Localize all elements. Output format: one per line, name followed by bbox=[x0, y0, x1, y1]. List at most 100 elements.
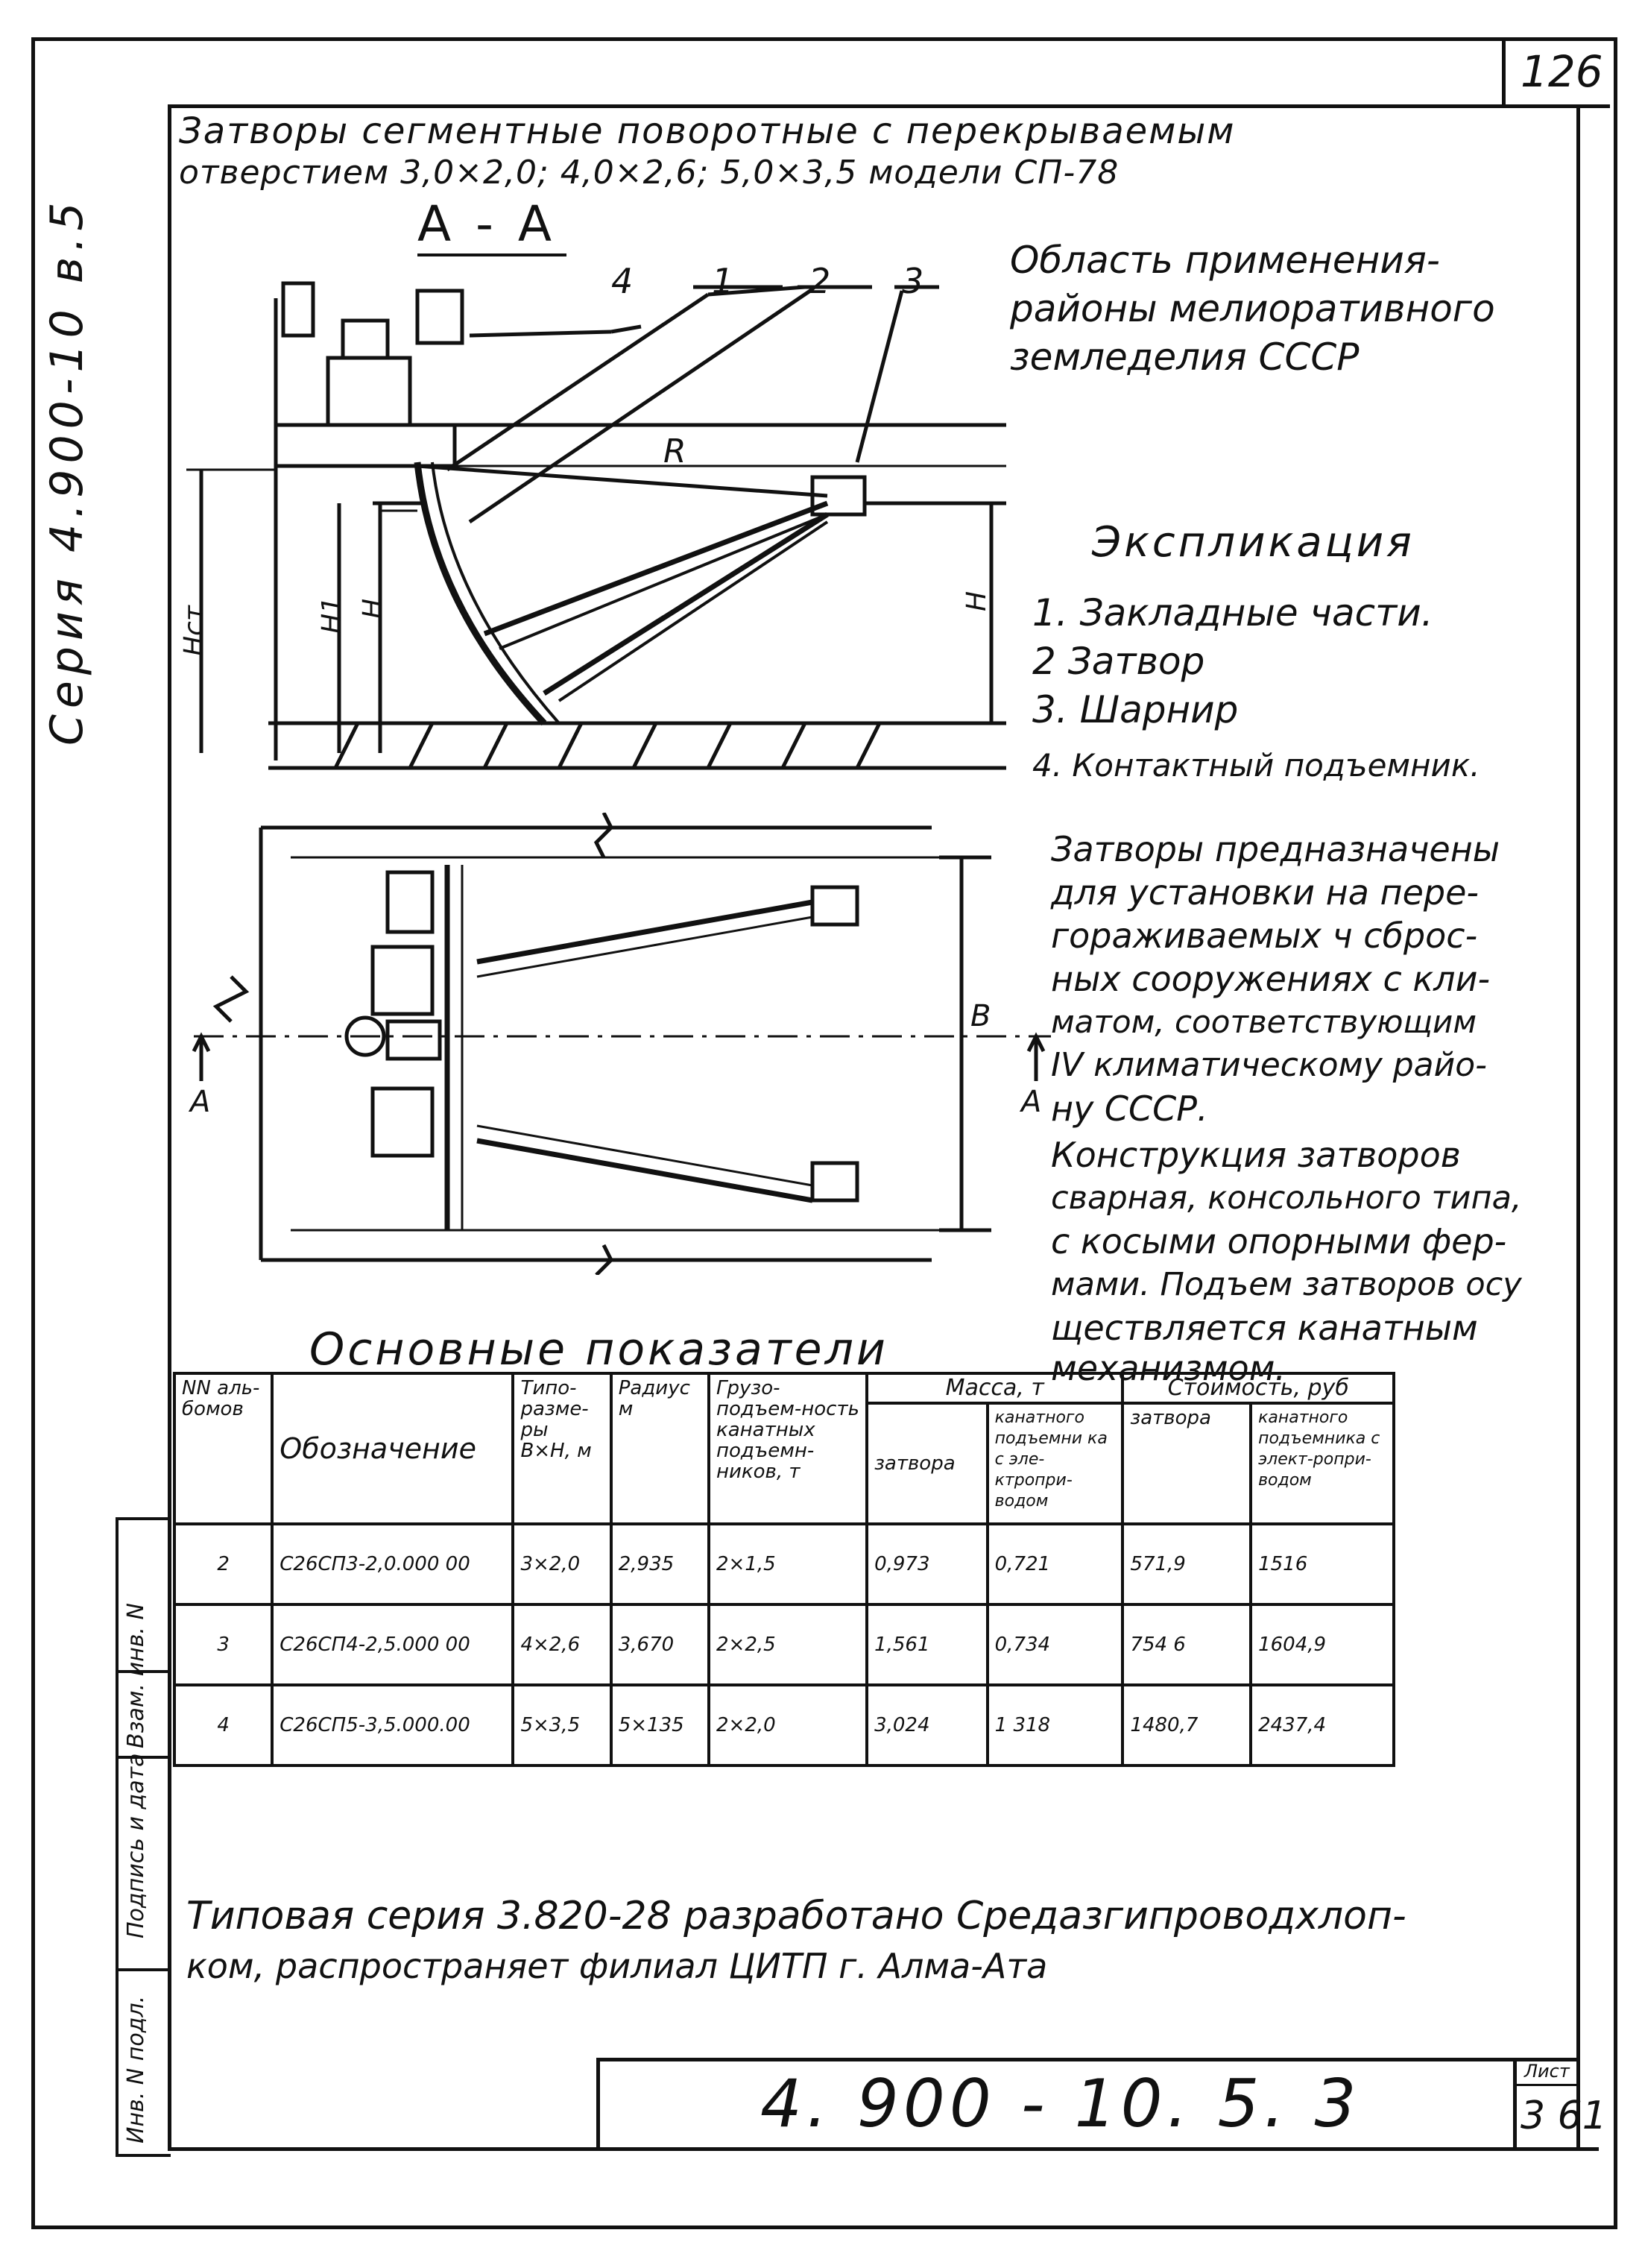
cell-designation: С26СП5-3,5.000.00 bbox=[271, 1683, 515, 1767]
section-drawing bbox=[186, 281, 1006, 770]
note-line-2: для установки на пере- bbox=[1051, 872, 1479, 913]
title-block-sheet-divider bbox=[1513, 2084, 1580, 2086]
note-line-6: IV климатическому райо- bbox=[1051, 1046, 1487, 1084]
section-label: А - А bbox=[417, 195, 557, 253]
note-line-4: ных сооружениях с кли- bbox=[1051, 959, 1491, 999]
cell-designation: С26СП4-2,5.000 00 bbox=[271, 1603, 515, 1686]
th-mass-group: Масса, т bbox=[865, 1372, 1125, 1405]
label-B: В bbox=[970, 999, 991, 1033]
label-H-right: Н bbox=[961, 590, 992, 611]
note-line-10: с косыми опорными фер- bbox=[1051, 1221, 1507, 1261]
table-title: Основные показатели bbox=[309, 1323, 888, 1376]
table-row: 2 С26СП3-2,0.000 00 3×2,0 2,935 2×1,5 0,… bbox=[172, 1522, 1395, 1606]
label-H: Н bbox=[358, 598, 388, 619]
explication-item-2: 2 Затвор bbox=[1032, 640, 1205, 683]
cell-mass-gate: 1,561 bbox=[865, 1603, 989, 1686]
outer-frame bbox=[31, 37, 1617, 2229]
note-line-9: сварная, консольного типа, bbox=[1051, 1179, 1522, 1217]
th-size: Типо-разме-ры В×Н, м bbox=[511, 1372, 613, 1525]
cell-radius: 5×135 bbox=[609, 1683, 711, 1767]
explication-item-1: 1. Закладные части. bbox=[1032, 591, 1433, 634]
cell-capacity: 2×2,0 bbox=[707, 1683, 869, 1767]
cell-nn: 3 bbox=[172, 1603, 274, 1686]
stamp-divider-3 bbox=[116, 1968, 168, 1971]
note-line-8: Конструкция затворов bbox=[1051, 1135, 1461, 1175]
title-block bbox=[596, 2058, 1580, 2151]
footer-note-line-2: ком, распространяет филиал ЦИТП г. Алма-… bbox=[186, 1946, 1048, 1986]
cell-nn: 2 bbox=[172, 1522, 274, 1606]
th-mass-hoist: канатного подъемни ка с эле-ктропри-водо… bbox=[985, 1402, 1125, 1525]
cell-size: 3×2,0 bbox=[511, 1522, 613, 1606]
cell-capacity: 2×2,5 bbox=[707, 1603, 869, 1686]
section-label-underline bbox=[417, 253, 566, 256]
note-line-3: гораживаемых ч сброс- bbox=[1051, 916, 1478, 956]
callout-2: 2 bbox=[809, 261, 831, 301]
inner-frame bbox=[168, 104, 1599, 2151]
explication-item-4: 4. Контактный подъемник. bbox=[1032, 747, 1480, 784]
application-line-3: земледелия СССР bbox=[1010, 336, 1360, 379]
callout-3: 3 bbox=[902, 261, 924, 301]
cell-mass-gate: 0,973 bbox=[865, 1522, 989, 1606]
th-cost-hoist: канатного подъемника с элект-ропри-водом bbox=[1249, 1402, 1395, 1525]
label-R: R bbox=[663, 432, 686, 470]
plan-drawing bbox=[192, 813, 1051, 1275]
left-stamp bbox=[116, 1517, 171, 2157]
th-cost-group: Стоимость, руб bbox=[1121, 1372, 1395, 1405]
sheet-number-box bbox=[1502, 39, 1610, 108]
series-side-label: Серия 4.900-10 в.5 bbox=[41, 196, 93, 746]
application-line-1: Область применения- bbox=[1010, 239, 1440, 282]
th-cost-gate: затвора bbox=[1121, 1402, 1253, 1525]
note-line-7: ну СССР. bbox=[1051, 1089, 1208, 1129]
cell-size: 4×2,6 bbox=[511, 1603, 613, 1686]
table-row: 4 С26СП5-3,5.000.00 5×3,5 5×135 2×2,0 3,… bbox=[172, 1683, 1395, 1767]
table-row: 3 С26СП4-2,5.000 00 4×2,6 3,670 2×2,5 1,… bbox=[172, 1603, 1395, 1686]
cell-radius: 2,935 bbox=[609, 1522, 711, 1606]
stamp-inv-orig: Инв. N подл. bbox=[123, 1995, 149, 2143]
th-radius: Радиус м bbox=[609, 1372, 711, 1525]
label-Hcm: Нст bbox=[179, 605, 209, 656]
header-line2: отверстием 3,0×2,0; 4,0×2,6; 5,0×3,5 мод… bbox=[179, 154, 1120, 192]
cell-size: 5×3,5 bbox=[511, 1683, 613, 1767]
sheet-number-top: 126 bbox=[1521, 46, 1603, 97]
cell-cost-hoist: 1604,9 bbox=[1249, 1603, 1395, 1686]
cell-cost-gate: 1480,7 bbox=[1121, 1683, 1253, 1767]
stamp-signature-date: Подпись и дата bbox=[123, 1753, 149, 1939]
footer-note-line-1: Типовая серия 3.820-28 разработано Среда… bbox=[186, 1894, 1406, 1938]
title-code: 4. 900 - 10. 5. 3 bbox=[760, 2065, 1361, 2142]
right-inner-edge bbox=[1576, 104, 1580, 2151]
label-A-left: А bbox=[190, 1085, 211, 1119]
note-line-5: матом, соответствующим bbox=[1051, 1004, 1477, 1040]
stamp-divider-1 bbox=[116, 1670, 168, 1673]
label-H1: Н1 bbox=[317, 596, 347, 634]
cell-capacity: 2×1,5 bbox=[707, 1522, 869, 1606]
application-line-2: районы мелиоративного bbox=[1010, 287, 1495, 330]
explication-item-3: 3. Шарнир bbox=[1032, 688, 1239, 731]
callout-4: 4 bbox=[611, 261, 634, 301]
specs-table: NN аль-бомов Обозначение Типо-разме-ры В… bbox=[172, 1372, 1395, 1767]
note-line-12: ществляется канатным bbox=[1051, 1308, 1478, 1348]
header-top-line bbox=[168, 104, 1502, 108]
title-sheet-label: Лист bbox=[1524, 2061, 1570, 2082]
th-nn: NN аль-бомов bbox=[172, 1372, 274, 1525]
cell-nn: 4 bbox=[172, 1683, 274, 1767]
cell-mass-hoist: 0,721 bbox=[985, 1522, 1125, 1606]
note-line-11: мами. Подъем затворов осу bbox=[1051, 1266, 1522, 1303]
cell-mass-hoist: 1 318 bbox=[985, 1683, 1125, 1767]
cell-cost-hoist: 1516 bbox=[1249, 1522, 1395, 1606]
cell-designation: С26СП3-2,0.000 00 bbox=[271, 1522, 515, 1606]
cell-cost-hoist: 2437,4 bbox=[1249, 1683, 1395, 1767]
th-designation: Обозначение bbox=[271, 1372, 515, 1525]
stamp-divider-2 bbox=[116, 1756, 168, 1759]
note-line-1: Затворы предназначены bbox=[1051, 829, 1500, 869]
title-sheet-value: 3 61 bbox=[1521, 2094, 1607, 2138]
header-line1: Затворы сегментные поворотные с перекрыв… bbox=[179, 110, 1236, 152]
cell-mass-gate: 3,024 bbox=[865, 1683, 989, 1767]
cell-mass-hoist: 0,734 bbox=[985, 1603, 1125, 1686]
cell-cost-gate: 754 6 bbox=[1121, 1603, 1253, 1686]
th-mass-gate: затвора bbox=[865, 1402, 989, 1525]
title-block-divider bbox=[1513, 2058, 1517, 2147]
cell-radius: 3,670 bbox=[609, 1603, 711, 1686]
label-A-right: А bbox=[1021, 1085, 1042, 1119]
stamp-replaced-inv: Взам. инв. N bbox=[123, 1603, 149, 1748]
explication-title: Экспликация bbox=[1092, 518, 1415, 567]
